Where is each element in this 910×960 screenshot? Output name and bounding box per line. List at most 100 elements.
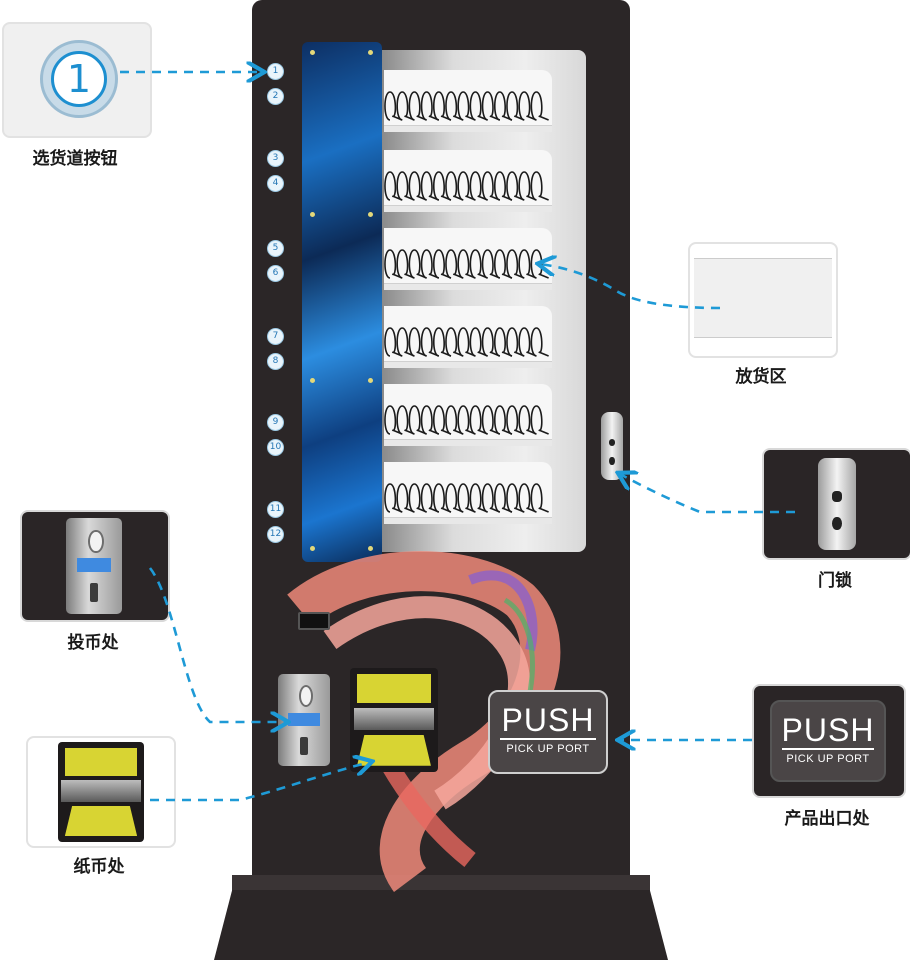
spiral-coil-icon (445, 249, 464, 279)
decorative-side-panel (302, 42, 382, 562)
slot-button-1[interactable]: 1 (267, 63, 284, 80)
coin-return-slot (298, 612, 330, 630)
push-label: PUSH (501, 702, 595, 738)
spiral-coil-icon (408, 249, 427, 279)
coin-slot-callout (20, 510, 170, 622)
spiral-coil-icon (481, 483, 501, 513)
spiral-coil-icon (432, 483, 452, 513)
spiral-coil-icon (384, 171, 403, 201)
arrow-goods-area (540, 264, 721, 310)
spiral-coil-icon (506, 483, 525, 513)
spiral-coil-icon (432, 91, 452, 121)
spiral-coil-icon (493, 91, 513, 121)
slot-button-5[interactable]: 5 (267, 240, 284, 257)
machine-base-trim (232, 875, 650, 893)
spiral-coil-icon (396, 91, 415, 121)
spiral-coil-icon (469, 483, 488, 513)
slot-button-2[interactable]: 2 (267, 88, 284, 105)
spiral-coil-icon (469, 171, 488, 201)
coin-acceptor-icon (66, 518, 122, 614)
spiral-coil-icon (408, 483, 427, 513)
pickup-port-label-callout: PICK UP PORT (786, 753, 870, 765)
spiral-coil-icon (445, 91, 464, 121)
spiral-coil-icon (420, 483, 440, 513)
spiral-coil-icon (457, 91, 476, 121)
door-lock[interactable] (601, 412, 623, 480)
spiral-coil-icon (493, 249, 513, 279)
spiral-coil-icon (408, 171, 427, 201)
door-lock-icon (818, 458, 856, 550)
spiral-coil-icon (506, 171, 525, 201)
spiral-coil-icon (457, 405, 476, 435)
pickup-port-caption: 产品出口处 (784, 809, 870, 829)
door-lock-callout (762, 448, 910, 560)
spiral-coil-icon (518, 405, 537, 435)
slot-button-3[interactable]: 3 (267, 150, 284, 167)
bill-slot-callout (26, 736, 176, 848)
spiral-coil-icon (457, 249, 476, 279)
select-button-caption: 选货道按钮 (32, 149, 118, 169)
spiral-coil-icon (493, 327, 513, 357)
spiral-coil-icon (408, 327, 427, 357)
arrow-door-lock (620, 474, 795, 514)
spiral-coil-icon (530, 171, 549, 201)
spiral-coil-icon (420, 405, 440, 435)
spiral-coil-icon (396, 327, 415, 357)
spiral-coil-icon (493, 483, 513, 513)
spiral-coil-icon (420, 249, 440, 279)
spiral-coil-icon (408, 91, 427, 121)
spiral-coil-icon (506, 405, 525, 435)
slot-button-10[interactable]: 10 (267, 439, 284, 456)
slot-button-6[interactable]: 6 (267, 265, 284, 282)
spiral-coil-icon (518, 327, 537, 357)
spiral-coil-icon (384, 405, 403, 435)
spiral-coil-icon (445, 171, 464, 201)
spiral-coil-icon (432, 171, 452, 201)
spiral-coil-icon (420, 91, 440, 121)
spiral-coil-icon (530, 405, 549, 435)
spiral-coil-icon (469, 249, 488, 279)
spiral-coil-icon (457, 483, 476, 513)
spiral-coil-icon (530, 483, 549, 513)
spiral-coil-icon (432, 405, 452, 435)
slot-button-9[interactable]: 9 (267, 414, 284, 431)
slot-button-4[interactable]: 4 (267, 175, 284, 192)
goods-area-caption: 放货区 (735, 367, 787, 387)
bill-slot-caption: 纸币处 (73, 857, 125, 877)
pickup-port[interactable]: PUSH PICK UP PORT (488, 690, 608, 774)
spiral-coil-icon (420, 327, 440, 357)
slot-button-7[interactable]: 7 (267, 328, 284, 345)
door-lock-caption: 门锁 (818, 571, 852, 591)
spiral-coil-icon (445, 405, 464, 435)
spiral-coil-icon (481, 327, 501, 357)
spiral-coil-icon (518, 171, 537, 201)
spiral-coil-icon (396, 171, 415, 201)
slot-button-8[interactable]: 8 (267, 353, 284, 370)
slot-button-12[interactable]: 12 (267, 526, 284, 543)
spiral-coil-icon (469, 327, 488, 357)
bill-acceptor-icon (58, 742, 144, 842)
spiral-coil-icon (481, 91, 501, 121)
number-badge: 1 (40, 40, 118, 118)
goods-area-callout (688, 242, 838, 358)
slot-button-11[interactable]: 11 (267, 501, 284, 518)
pickup-port-icon: PUSH PICK UP PORT (770, 700, 886, 782)
spiral-coil-icon (408, 405, 427, 435)
arrow-coin-slot (148, 567, 286, 722)
spiral-coil-icon (396, 405, 415, 435)
spiral-coil-icon (518, 483, 537, 513)
spiral-coil-icon (396, 249, 415, 279)
spiral-coil-icon (469, 405, 488, 435)
spiral-coil-icon (445, 483, 464, 513)
spiral-coil-icon (493, 171, 513, 201)
select-button-callout: 1 (2, 22, 152, 138)
spiral-coil-icon (493, 405, 513, 435)
spiral-coil-icon (518, 249, 537, 279)
spiral-coil-icon (384, 249, 403, 279)
spiral-coil-icon (469, 91, 488, 121)
spiral-coil-icon (481, 171, 501, 201)
spiral-coil-icon (530, 91, 549, 121)
spiral-coil-icon (384, 327, 403, 357)
spiral-coil-icon (506, 249, 525, 279)
